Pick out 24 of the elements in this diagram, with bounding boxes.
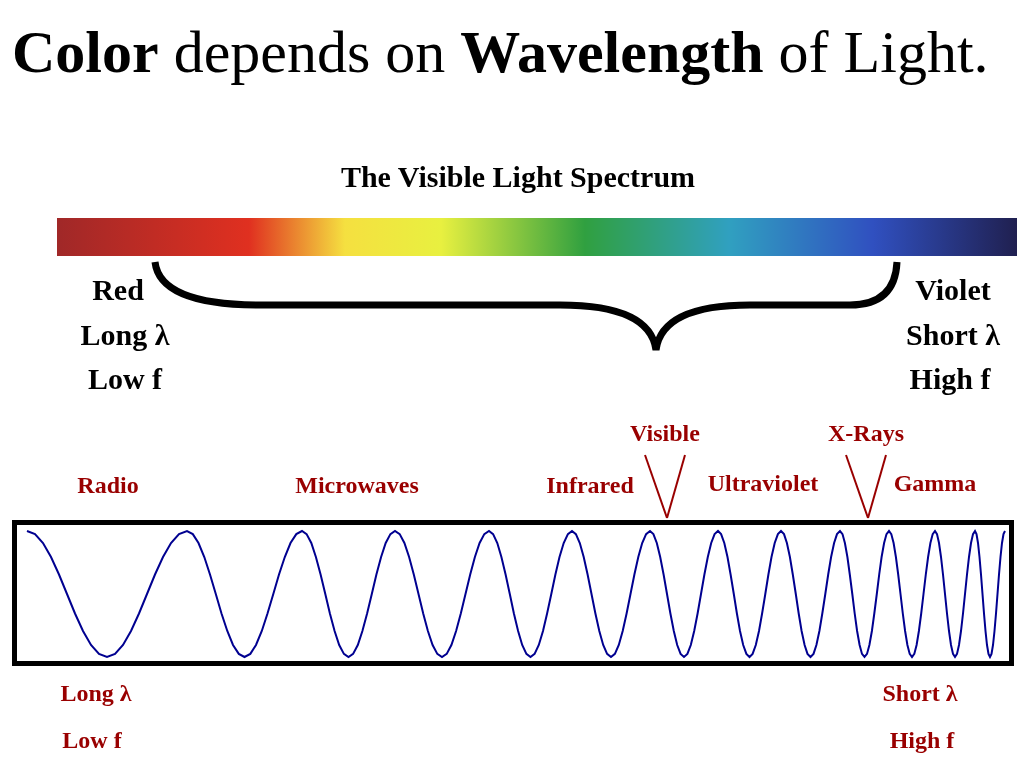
band-label: Radio [77,472,139,499]
leader-line [644,454,668,519]
band-label: Microwaves [295,472,419,499]
end-label: High f [889,727,955,754]
end-label: Long λ [60,680,132,707]
spectrum-heading: The Visible Light Spectrum [340,160,696,194]
leader-line [845,454,869,519]
band-label: X-Rays [828,420,904,447]
end-label: Violet [915,273,991,307]
band-label: Gamma [893,470,977,497]
end-label: Low f [87,362,163,396]
end-label: Short λ [882,680,958,707]
spectrum-bar [57,218,1017,256]
end-label: Red [92,273,144,307]
leader-line [867,454,887,519]
end-label: Short λ [906,318,1000,352]
page-title: Color depends on Wavelength of Light. [12,18,989,87]
band-label: Visible [630,420,700,447]
end-label: Long λ [80,318,170,352]
leader-line [666,454,686,519]
band-label: Infrared [546,472,634,499]
end-label: High f [909,362,991,396]
band-label: Ultraviolet [707,470,819,497]
end-label: Low f [62,727,122,754]
